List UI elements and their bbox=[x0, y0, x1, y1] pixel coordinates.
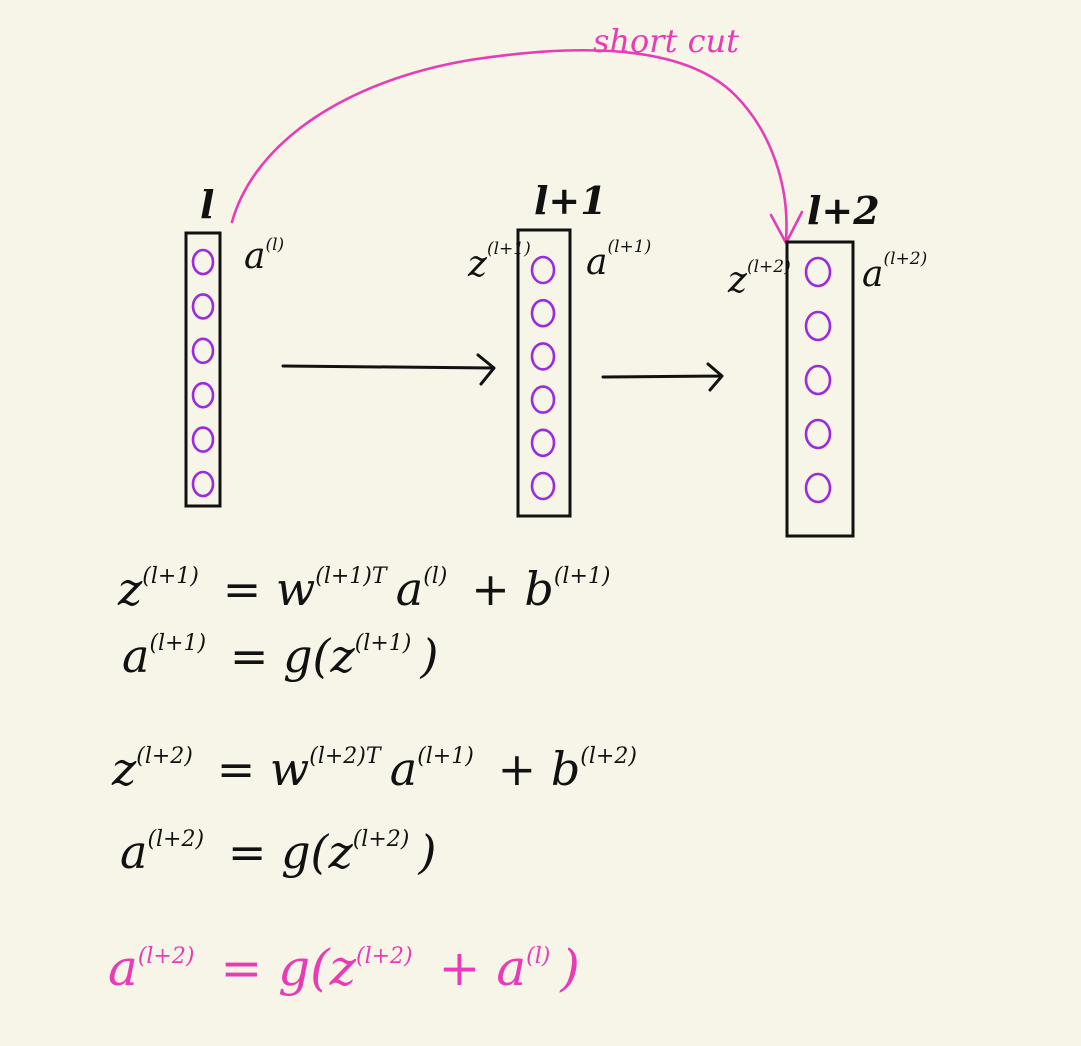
layer-label: l+2 bbox=[807, 188, 880, 233]
equation-term: a bbox=[122, 629, 149, 683]
equation-term: b bbox=[524, 562, 553, 616]
equation-superscript: (l+2) bbox=[138, 944, 195, 969]
neuron-node bbox=[191, 248, 215, 276]
equations: z(l+1) = w(l+1)T a(l) + b(l+1) a(l+1) = … bbox=[108, 562, 646, 997]
equation: z(l+1) = w(l+1)T a(l) + b(l+1) bbox=[117, 562, 620, 616]
equation-term: z bbox=[117, 562, 143, 616]
equation-term: a bbox=[396, 562, 423, 616]
equation-term: = bbox=[213, 825, 281, 879]
shortcut-connection bbox=[230, 48, 788, 242]
residual-equation: a(l+2) = g(z(l+2) + a(l) ) bbox=[108, 939, 580, 997]
equation-term: = bbox=[215, 629, 283, 683]
equation-term: + bbox=[483, 742, 551, 796]
neuron-node bbox=[804, 256, 832, 288]
layer-nodes bbox=[191, 248, 215, 498]
layer-nodes bbox=[530, 255, 556, 501]
neuron-node bbox=[191, 381, 215, 409]
equation: z(l+2) = w(l+2)T a(l+1) + b(l+2) bbox=[111, 742, 646, 796]
equation-superscript: (l+1) bbox=[149, 631, 206, 656]
equation-superscript: (l+1) bbox=[355, 631, 412, 656]
neuron-node bbox=[804, 418, 832, 450]
equation-term: = bbox=[204, 939, 278, 997]
equation-term: a bbox=[390, 742, 417, 796]
equation-superscript: (l) bbox=[526, 944, 550, 969]
equation-superscript: (l+1) bbox=[417, 744, 474, 769]
equation-superscript: (l+2) bbox=[356, 944, 413, 969]
neuron-node bbox=[804, 364, 832, 396]
neuron-node bbox=[530, 428, 556, 458]
forward-arrow-1 bbox=[281, 353, 496, 386]
layer-l-plus-2: l+2 z(l+2) a(l+2) bbox=[727, 188, 927, 538]
neuron-node bbox=[530, 255, 556, 285]
equation-term: w bbox=[270, 742, 309, 796]
equation-term: ) bbox=[559, 939, 580, 997]
activation-label: a(l+2) bbox=[862, 249, 927, 295]
equation-term: g(z bbox=[281, 825, 353, 879]
layer-l: l a(l) bbox=[184, 182, 284, 508]
equation: a(l+2) = g(z(l+2) ) bbox=[120, 825, 436, 879]
layer-nodes bbox=[804, 256, 832, 504]
equation-term: = bbox=[208, 562, 276, 616]
layer-l-plus-1: l+1 z(l+1) a(l+1) bbox=[467, 178, 651, 518]
layer-vector-box bbox=[184, 231, 222, 508]
neuron-node bbox=[191, 426, 215, 453]
preactivation-label: z(l+1) bbox=[467, 239, 531, 285]
equation-term: = bbox=[202, 742, 270, 796]
equation-term: g(z bbox=[283, 629, 355, 683]
activation-label: a(l+1) bbox=[586, 237, 651, 283]
equation-term: + bbox=[423, 939, 497, 997]
equation-term: b bbox=[551, 742, 580, 796]
neuron-node bbox=[191, 337, 215, 365]
equation-term: ) bbox=[420, 629, 439, 683]
equation: a(l+1) = g(z(l+1) ) bbox=[122, 629, 438, 683]
equation-term: a bbox=[120, 825, 147, 879]
equation-superscript: (l+2) bbox=[136, 744, 193, 769]
equation-superscript: (l+1)T bbox=[315, 564, 389, 589]
equation-superscript: (l+2) bbox=[147, 827, 204, 852]
equation-term: a bbox=[108, 939, 138, 997]
layer-label: l bbox=[200, 182, 214, 227]
neuron-node bbox=[191, 470, 215, 498]
layer-label: l+1 bbox=[534, 178, 607, 223]
forward-arrow-2 bbox=[601, 362, 724, 392]
equation-superscript: (l+2) bbox=[353, 827, 410, 852]
neuron-node bbox=[804, 310, 832, 342]
neuron-node bbox=[530, 298, 556, 328]
preactivation-label: z(l+2) bbox=[727, 257, 791, 301]
layer-vector-box bbox=[785, 240, 855, 538]
equation-superscript: (l+1) bbox=[554, 564, 611, 589]
equation-term: a bbox=[496, 939, 526, 997]
activation-label: a(l) bbox=[244, 235, 284, 277]
equation-term: z bbox=[111, 742, 137, 796]
equation-superscript: (l) bbox=[423, 564, 447, 589]
neuron-node bbox=[191, 293, 215, 320]
equation-superscript: (l+2)T bbox=[309, 744, 383, 769]
neuron-node bbox=[804, 472, 832, 504]
equation-term: g(z bbox=[278, 939, 357, 997]
equation-term: + bbox=[457, 562, 525, 616]
shortcut-label: short cut bbox=[593, 22, 739, 60]
equation-term: ) bbox=[418, 825, 437, 879]
neuron-node bbox=[530, 385, 556, 414]
layer-vector-box bbox=[516, 228, 572, 518]
equation-superscript: (l+2) bbox=[580, 744, 637, 769]
neuron-node bbox=[530, 342, 556, 371]
equation-term: w bbox=[276, 562, 315, 616]
neuron-node bbox=[530, 471, 556, 501]
equation-superscript: (l+1) bbox=[142, 564, 199, 589]
